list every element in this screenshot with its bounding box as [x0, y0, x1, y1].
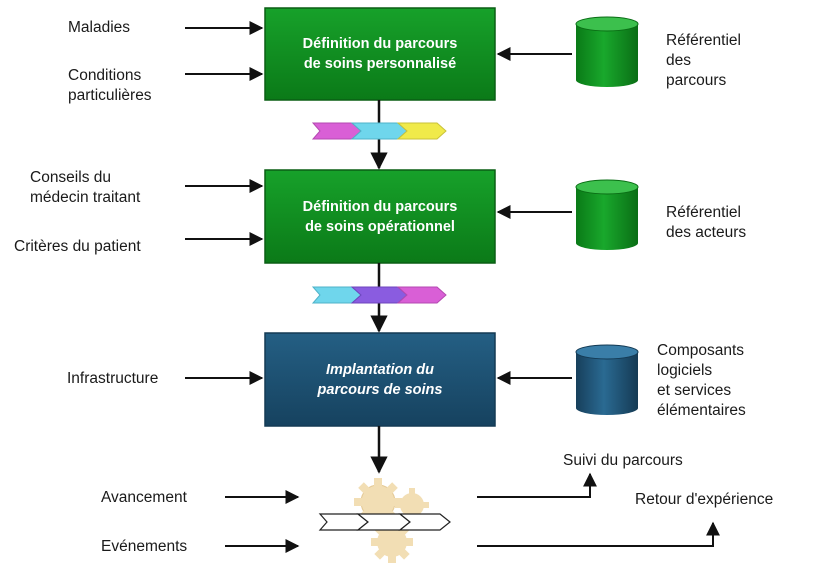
database-icon-composants	[575, 344, 639, 415]
arrow-retour	[477, 521, 720, 547]
label-infrastructure: Infrastructure	[67, 370, 159, 387]
chevron-ribbon-2	[311, 286, 447, 304]
process-box-1	[264, 7, 496, 101]
process-box-1-label: Définition du parcours de soins personna…	[302, 36, 458, 72]
arrow-suivi	[477, 472, 597, 498]
label-conditions: Conditions particulières	[68, 67, 152, 104]
label-retour: Retour d'expérience	[635, 491, 774, 508]
process-box-3	[264, 332, 496, 427]
label-referentiel-parcours: Référentiel des parcours	[666, 32, 741, 89]
chevron-ribbon-1	[311, 122, 447, 140]
label-avancement: Avancement	[101, 489, 187, 506]
database-icon-referentiel-acteurs	[575, 179, 639, 250]
label-conseils: Conseils du médecin traitant	[30, 169, 141, 206]
label-suivi: Suivi du parcours	[563, 452, 683, 469]
label-criteres: Critères du patient	[14, 238, 141, 255]
label-maladies: Maladies	[68, 19, 131, 36]
label-referentiel-acteurs: Référentiel des acteurs	[666, 204, 747, 241]
process-box-3-label: Implantation du parcours de soins	[317, 361, 443, 398]
label-evenements: Evénements	[101, 538, 188, 555]
process-box-2-label: Définition du parcours de soins opératio…	[302, 198, 458, 235]
chevron-ribbon-execution	[318, 513, 451, 531]
process-box-2	[264, 169, 496, 264]
label-composants: Composants logiciels et services élément…	[657, 342, 746, 419]
database-icon-referentiel-parcours	[575, 16, 639, 87]
